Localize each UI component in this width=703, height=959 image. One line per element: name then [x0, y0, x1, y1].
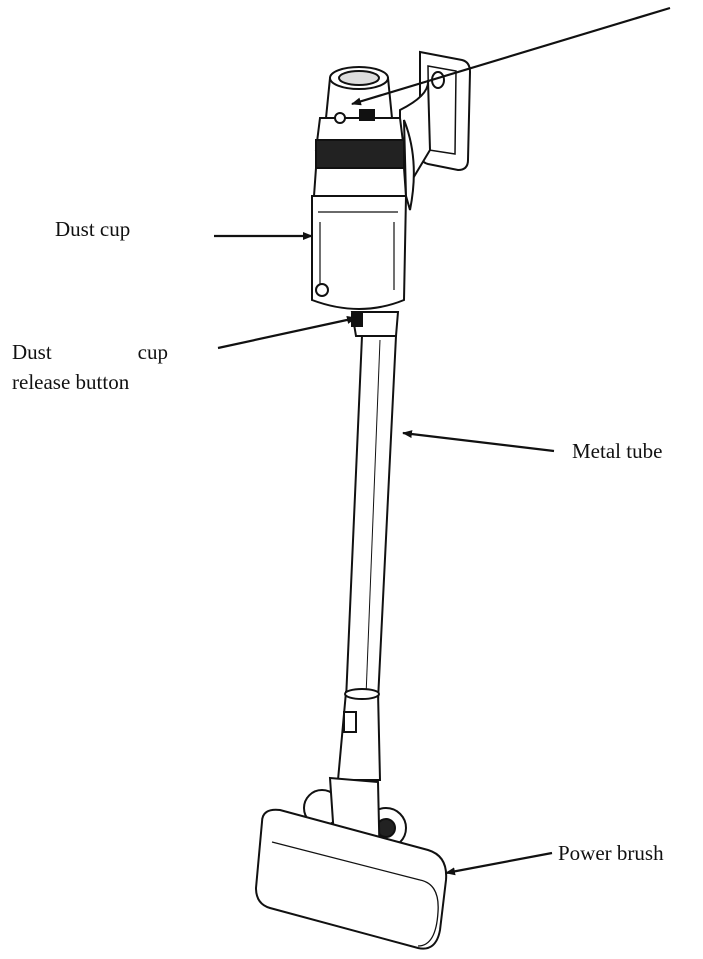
label-release-line1: Dust cup — [12, 337, 168, 367]
metal-tube-shape — [344, 335, 398, 701]
label-release-word2: cup — [137, 340, 168, 364]
handle-motor-unit — [312, 66, 415, 211]
wall-mount-bracket — [399, 50, 472, 204]
dust-cup-body — [311, 195, 408, 310]
label-release-word1: Dust — [12, 340, 52, 364]
arrow-top — [351, 6, 671, 106]
arrow-release-button — [217, 316, 357, 350]
release-button — [350, 311, 400, 337]
lower-neck — [336, 688, 382, 781]
arrow-metal-tube — [402, 430, 555, 453]
power-brush-shape — [254, 776, 448, 950]
leader-arrows — [214, 6, 671, 876]
label-metal-tube: Metal tube — [572, 439, 663, 463]
label-power-brush: Power brush — [558, 841, 664, 865]
label-dust-cup-release-button: Dust cup release button — [12, 337, 168, 398]
arrow-power-brush — [445, 851, 553, 876]
label-dust-cup: Dust cup — [55, 217, 131, 241]
label-release-line2: release button — [12, 370, 130, 395]
dark-band — [315, 139, 405, 169]
